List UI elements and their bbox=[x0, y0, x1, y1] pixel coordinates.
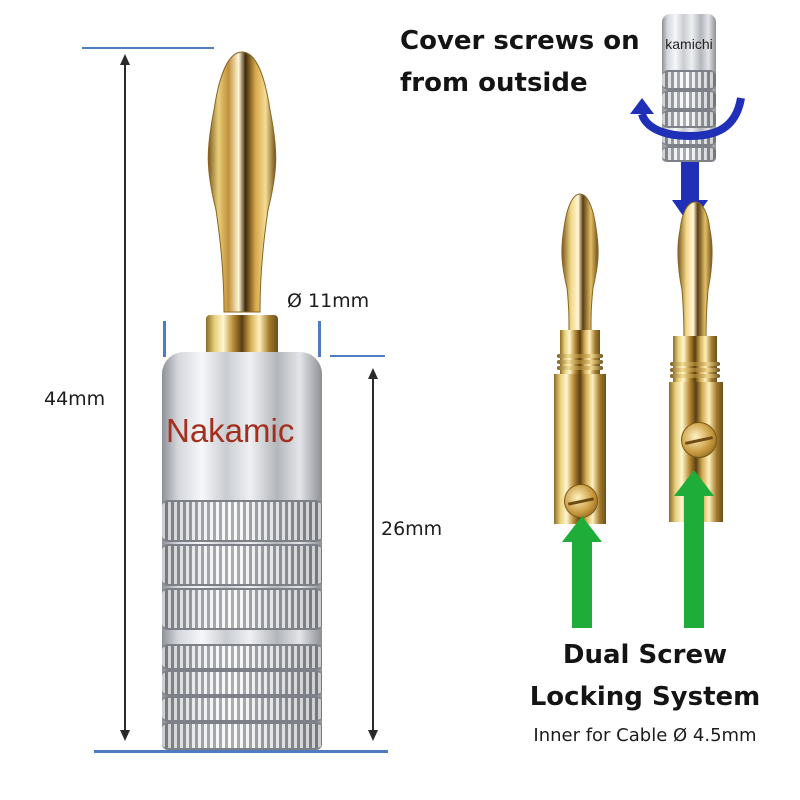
diameter-label: Ø 11mm bbox=[287, 290, 370, 312]
body-arrow-top-icon bbox=[368, 368, 378, 379]
cover-callout-line1: Cover screws on bbox=[400, 26, 640, 56]
silver-barrel: Nakamic bbox=[162, 352, 322, 750]
body-dimension-line bbox=[372, 376, 374, 732]
cover-knurl-3 bbox=[662, 110, 716, 128]
knurl-ring-6 bbox=[162, 696, 322, 722]
cover-knurl-1 bbox=[662, 70, 716, 90]
small-plug-open bbox=[550, 192, 610, 532]
body-arrow-bottom-icon bbox=[368, 730, 378, 741]
locking-callout-line2: Locking System bbox=[529, 682, 761, 712]
small-pin-b-icon bbox=[677, 201, 713, 350]
length-arrow-top-icon bbox=[120, 54, 130, 65]
knurl-ring-1 bbox=[162, 500, 322, 542]
body-top-guide-line bbox=[330, 355, 385, 357]
small-pin-a-icon bbox=[561, 193, 599, 332]
knurl-ring-2 bbox=[162, 544, 322, 586]
screw-b-icon bbox=[681, 422, 717, 458]
small-plug-a-collar bbox=[557, 330, 603, 374]
cover-knurl-5 bbox=[662, 146, 716, 162]
locking-callout-line1: Dual Screw bbox=[562, 640, 728, 670]
knurl-ring-3 bbox=[162, 588, 322, 630]
up-arrow-left-icon bbox=[562, 516, 602, 628]
cover-brand-text: kamichi bbox=[665, 36, 713, 52]
brand-logo-text: Nakamic bbox=[166, 412, 295, 449]
body-length-label: 26mm bbox=[381, 518, 443, 540]
small-plug-covered bbox=[665, 200, 725, 522]
locking-callout-subtitle: Inner for Cable Ø 4.5mm bbox=[533, 725, 757, 746]
up-arrow-right-icon bbox=[674, 470, 714, 628]
length-dimension-line bbox=[124, 62, 126, 732]
knurl-ring-5 bbox=[162, 670, 322, 696]
large-banana-plug: Nakamic bbox=[160, 50, 330, 750]
cover-callout-line2: from outside bbox=[400, 68, 588, 98]
screw-a-icon bbox=[564, 484, 598, 518]
knurl-ring-7 bbox=[162, 722, 322, 750]
small-plug-a-sleeve bbox=[554, 374, 606, 524]
cover-knurl-2 bbox=[662, 90, 716, 110]
length-arrow-bottom-icon bbox=[120, 730, 130, 741]
gold-pin-icon bbox=[207, 51, 277, 313]
total-length-label: 44mm bbox=[44, 388, 106, 410]
diameter-guide-right bbox=[318, 321, 321, 357]
diameter-guide-left bbox=[163, 321, 166, 357]
bottom-guide-line bbox=[94, 750, 388, 753]
rotate-arrow-icon bbox=[630, 97, 745, 141]
knurl-ring-4 bbox=[162, 644, 322, 670]
small-plug-b-collar bbox=[670, 336, 720, 382]
top-guide-line bbox=[82, 47, 214, 49]
